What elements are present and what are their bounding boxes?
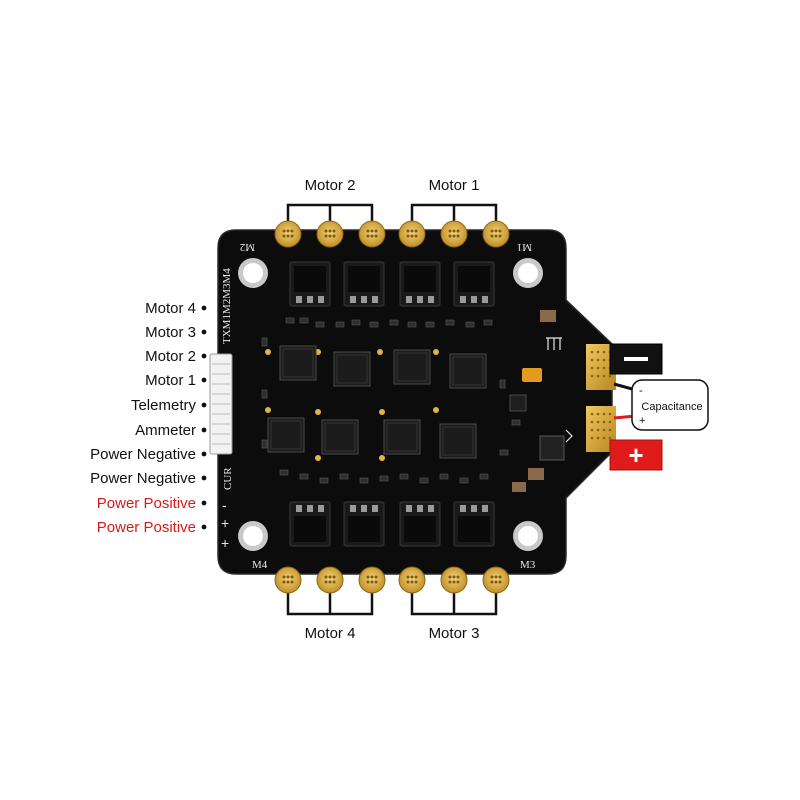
capacitor-blocks	[509, 310, 565, 492]
pin-label: Ammeter	[135, 422, 196, 439]
pin-labels: Motor 4 Motor 3 Motor 2 Motor 1 Telemetr…	[90, 300, 196, 536]
pin-label: Motor 1	[145, 372, 196, 389]
capacitor-body	[631, 379, 709, 431]
motor-3-label: Motor 3	[429, 625, 480, 642]
pin-label: Power Positive	[97, 519, 196, 536]
capacitor-neg-mark: -	[639, 385, 643, 397]
mosfets-bottom	[289, 501, 495, 547]
silk-minus: -	[222, 497, 227, 513]
positive-terminal: +	[609, 439, 663, 471]
silk-right-marks	[546, 337, 573, 443]
pin-label: Telemetry	[131, 397, 197, 414]
motor-1-label: Motor 1	[429, 177, 480, 194]
silk-m4: M4	[252, 559, 268, 571]
pin-label-dots	[201, 305, 207, 530]
mounting-holes	[238, 258, 543, 551]
positive-terminal-symbol: +	[628, 440, 643, 470]
driver-ics	[267, 345, 487, 459]
bottom-motor-pads	[274, 566, 510, 594]
motor-3-bracket	[410, 590, 498, 616]
motor-4-bracket	[286, 590, 374, 616]
silk-m3: M3	[520, 559, 536, 571]
pin-label: Motor 4	[145, 300, 196, 317]
top-motor-pads	[274, 220, 510, 248]
minus-icon	[624, 357, 648, 361]
silk-m2: M2	[240, 241, 255, 253]
pin-label: Motor 2	[145, 348, 196, 365]
pin-label: Power Negative	[90, 470, 196, 487]
silk-plus-1: +	[221, 515, 229, 531]
mosfets-top	[289, 261, 495, 307]
gold-vias	[265, 349, 439, 461]
pin-label: Motor 3	[145, 324, 196, 341]
passive-components	[261, 317, 521, 484]
silk-plus-2: +	[221, 535, 229, 551]
silk-cur-label: CUR	[222, 467, 234, 490]
signal-connector	[209, 353, 233, 455]
motor-4-label: Motor 4	[305, 625, 356, 642]
silk-m1: M1	[517, 241, 532, 253]
pin-label: Power Positive	[97, 495, 196, 512]
capacitor-pos-mark: +	[639, 415, 645, 427]
silk-connector-label: TXM1M2M3M4	[221, 268, 233, 344]
negative-terminal	[609, 343, 663, 375]
pin-label: Power Negative	[90, 446, 196, 463]
capacitor-label: Capacitance	[641, 401, 702, 413]
motor-2-label: Motor 2	[305, 177, 356, 194]
